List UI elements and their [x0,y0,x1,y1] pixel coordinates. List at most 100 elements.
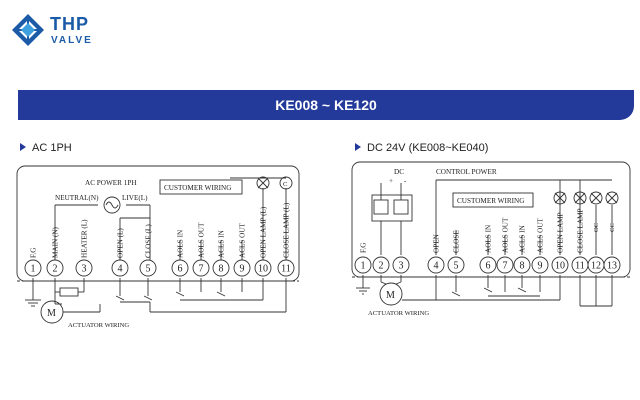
ac-terminal-8 [212,259,230,277]
ac-terminal-number: 8 [219,264,224,275]
ac-actuator-wiring-label: ACTUATOR WIRING [68,322,129,329]
ac-terminal-4 [111,259,129,277]
ac-terminal-7 [192,259,210,277]
ac-terminal-number: 5 [146,264,151,275]
model-range-title: KE008 ~ KE120 [275,97,377,113]
dc-open-lamp-icon [553,191,567,205]
ac-customer-wiring-label: CUSTOMER WIRING [164,184,231,192]
ac-terminal-label: OPEN (L) [117,228,125,258]
ac-terminal-label: AOLS OUT [198,222,206,258]
ac-terminal-5 [139,259,157,277]
dc-terminal-number: 6 [486,261,491,272]
dc-actuator-wiring-label: ACTUATOR WIRING [368,310,429,317]
dc-terminal-number: 12 [591,261,601,272]
dc-terminal-2 [372,256,390,274]
dc-terminal-label: OPEN LAMP [557,212,565,253]
ac-terminal-number: 10 [258,264,268,275]
dc-terminal-7 [496,256,514,274]
ac-terminal-number: 9 [240,264,245,275]
dc-terminal-label: ACLS OUT [537,217,545,253]
dc-motor-symbol [379,282,403,306]
ac-source-icon [103,196,121,214]
dc-terminal-label: F.G [360,243,368,253]
dc-oc-lamp-icon [589,191,603,205]
dc-terminal-number: 8 [520,261,525,272]
dc-oc-label: OC [593,222,600,232]
dc-cc-lamp-icon [605,191,619,205]
dc-close-lamp-icon [573,191,587,205]
logo-diamond-icon [12,14,44,46]
ac-terminal-label: MAIN (N) [52,226,60,258]
model-banner: KE008 ~ KE120 [18,90,634,120]
ac-terminal-label: OPEN LAMP (L) [260,206,268,258]
thp-valve-logo: THP VALVE [10,12,130,48]
ac-terminal-number: 3 [82,264,87,275]
ac-terminal-10 [254,259,272,277]
dc-motor-label: M [386,290,395,301]
ac-terminal-label: HEATER (L) [81,219,89,258]
ac-terminal-number: 2 [53,264,58,275]
ac-section-heading: AC 1PH [20,142,72,154]
ac-terminal-number: 7 [199,264,204,275]
dc-terminal-10 [551,256,569,274]
ac-terminal-label: ACLS OUT [239,222,247,258]
dc-terminal-box [351,161,631,278]
dc-customer-wiring-label: CUSTOMER WIRING [457,197,524,205]
dc-terminal-label: AOLS OUT [502,217,510,253]
dc-terminal-number: 7 [503,261,508,272]
triangle-bullet-icon [355,143,361,151]
ac-terminal-number: 11 [281,264,291,275]
dc-terminal-5 [447,256,465,274]
ac-terminal-9 [233,259,251,277]
ac-terminal-11 [277,259,295,277]
dc-terminal-number: 1 [361,261,366,272]
ac-terminal-label: ACLS IN [218,229,226,258]
ac-terminal-number: 4 [118,264,123,275]
ac-open-lamp-icon [256,176,270,190]
dc-terminal-number: 5 [454,261,459,272]
dc-terminal-8 [513,256,531,274]
dc-terminal-number: 4 [434,261,439,272]
ac-motor-label: M [47,308,56,319]
dc-terminal-number: 9 [538,261,543,272]
dc-relay-block [371,194,413,222]
ac-neutral-label: NEUTRAL(N) [55,194,99,202]
ac-terminal-number: 1 [31,264,36,275]
dc-terminal-9 [531,256,549,274]
dc-minus-label: - [404,177,407,185]
ac-terminal-1 [24,259,42,277]
ac-lamp-close-letter: C [283,181,288,188]
dc-terminal-number: 10 [555,261,565,272]
ac-live-label: LIVE(L) [122,194,148,202]
ac-power-label: AC POWER 1PH [85,179,137,187]
dc-plus-label: + [389,177,393,185]
dc-terminal-label: AOLS IN [485,224,493,253]
logo-valve-text: VALVE [51,35,93,46]
dc-terminal-number: 11 [575,261,585,272]
dc-terminal-label: ACLS IN [519,224,527,253]
ac-terminal-number: 6 [178,264,183,275]
dc-heading-text: DC 24V (KE008~KE040) [367,142,489,154]
dc-terminal-4 [427,256,445,274]
dc-terminal-3 [392,256,410,274]
ac-terminal-strip: 1 F.G 2 MAIN (N) 3 HEATER (L) 4 OPEN (L) 5 CLOSE … [24,202,295,277]
dc-terminal-13 [603,256,621,274]
ac-terminal-label: CLOSE (L) [145,224,153,258]
dc-terminal-label: CLOSE [453,230,461,253]
dc-control-power-label: CONTROL POWER [436,168,497,176]
logo-thp-text: THP [50,14,89,34]
ac-terminal-3 [75,259,93,277]
dc-terminal-label: OPEN [433,233,441,253]
ac-terminal-label: AOLS IN [177,229,185,258]
dc-section-heading: DC 24V (KE008~KE040) [355,142,488,154]
dc-terminal-label: CLOSE LAMP [577,208,585,253]
dc-terminal-number: 3 [399,261,404,272]
dc-label: DC [394,168,404,176]
ac-terminal-label: CLOSE LAMP (L) [283,202,291,258]
dc-terminal-number: 13 [607,261,617,272]
dc-cc-label: CC [609,223,616,232]
ac-terminal-label: F.G [30,248,38,258]
